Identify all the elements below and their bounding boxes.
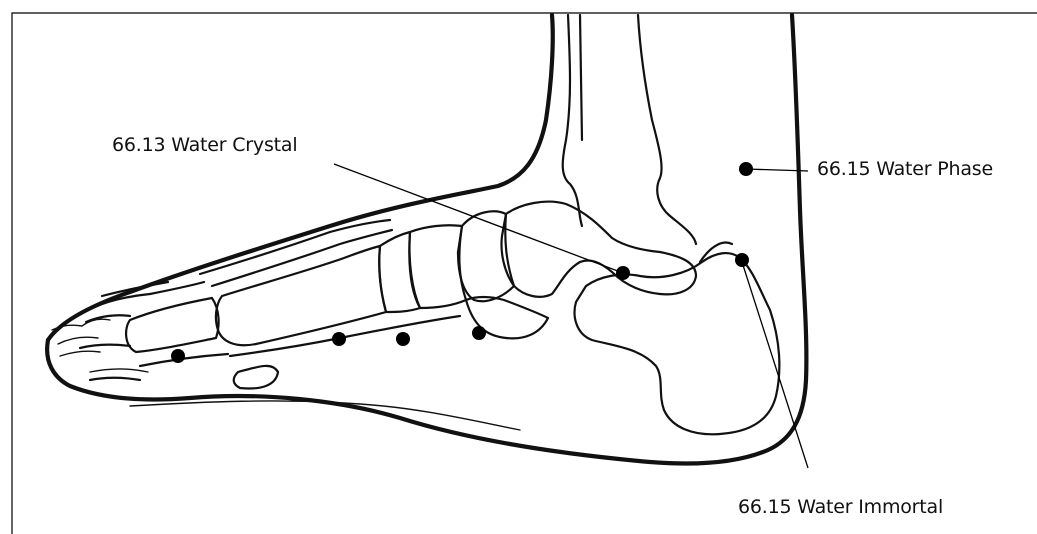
frame-border xyxy=(11,12,1037,534)
acupuncture-points xyxy=(171,162,753,363)
point-water-crystal xyxy=(616,266,630,280)
label-water-crystal: 66.13 Water Crystal xyxy=(112,134,298,156)
point-metatarsal-4 xyxy=(472,326,486,340)
point-metatarsal-2 xyxy=(332,332,346,346)
label-water-immortal: 66.15 Water Immortal xyxy=(738,496,944,518)
point-water-immortal xyxy=(735,253,749,267)
foot-outline xyxy=(45,12,809,466)
leader-water-phase xyxy=(745,168,809,172)
point-metatarsal-1 xyxy=(171,349,185,363)
leader-lines xyxy=(333,163,809,469)
leader-water-immortal xyxy=(741,261,809,469)
point-water-phase xyxy=(739,162,753,176)
point-metatarsal-3 xyxy=(396,332,410,346)
label-water-phase: 66.15 Water Phase xyxy=(817,158,993,180)
foot-bones xyxy=(78,13,781,436)
leader-water-crystal xyxy=(333,163,624,274)
